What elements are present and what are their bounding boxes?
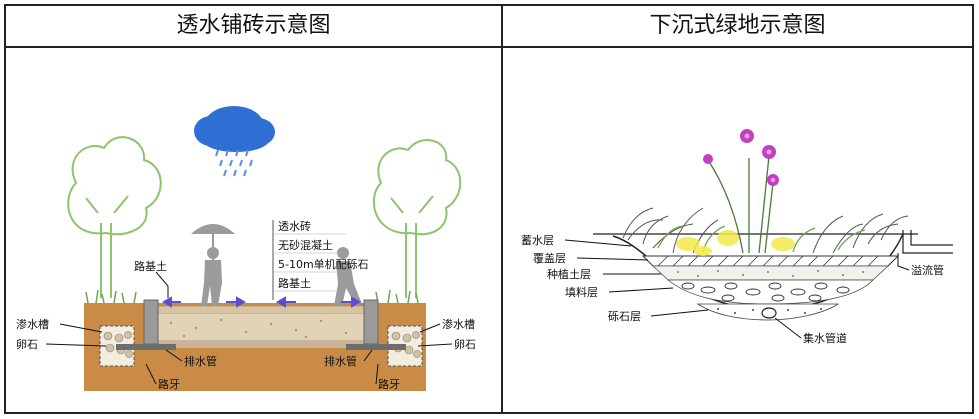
- overflow-pipe: [902, 230, 953, 254]
- permeable-paving-panel: 透水砖 无砂混凝土 5-10m单机配砾石 路基土 路基土 渗水槽 卵石 渗水槽 …: [6, 48, 501, 412]
- concrete-speckle: [169, 318, 348, 339]
- curb-right-label: 路牙: [378, 378, 400, 391]
- right-tree-icon: [372, 139, 462, 298]
- sandless-concrete-layer: [156, 314, 366, 340]
- left-tree-icon: [67, 136, 162, 298]
- permeable-paving-diagram: 透水砖 无砂混凝土 5-10m单机配砾石 路基土 路基土 渗水槽 卵石 渗水槽 …: [16, 106, 476, 391]
- layer-label-subgrade: 路基土: [278, 277, 311, 290]
- walking-person-icon: [334, 247, 362, 306]
- yellow-flowers: [676, 230, 795, 256]
- pebble-left-label: 卵石: [16, 338, 38, 351]
- sunken-greenspace-diagram: 蓄水层 覆盖层 种植土层 填料层 砾石层 溢流管 集水管道: [521, 129, 953, 345]
- overflow-pipe-label: 溢流管: [911, 263, 944, 277]
- drain-pipe-left: [116, 344, 176, 350]
- seepage-trench-left-label: 渗水槽: [16, 317, 49, 331]
- permeable-brick-layer: [155, 305, 367, 315]
- curb-left-label: 路牙: [158, 378, 180, 391]
- gravel-base-layer: [156, 340, 366, 348]
- collector-pipe-label: 集水管道: [803, 331, 847, 345]
- layer-label-sandless-concrete: 无砂混凝土: [278, 238, 333, 252]
- curb-right: [363, 299, 379, 345]
- planting-soil-label: 种植土层: [547, 267, 591, 281]
- layer-legend: 透水砖 无砂混凝土 5-10m单机配砾石 路基土: [272, 219, 369, 300]
- cover-layer-label: 覆盖层: [533, 251, 566, 265]
- person-with-umbrella-icon: [191, 224, 235, 306]
- permeable-paving-title: 透水铺砖示意图: [176, 13, 331, 38]
- title-divider: [6, 46, 972, 48]
- grass-plants: [622, 207, 909, 254]
- collector-pipe: [761, 307, 777, 319]
- drain-pipe-right-label: 排水管: [324, 354, 357, 368]
- drain-pipe-left-label: 排水管: [184, 354, 217, 368]
- layer-label-gravel: 5-10m单机配砾石: [278, 257, 369, 271]
- grass-right: [375, 289, 419, 304]
- pebble-right-label: 卵石: [454, 338, 476, 351]
- gravel-layer-label: 砾石层: [608, 310, 641, 323]
- rain-cloud-icon: [194, 106, 275, 177]
- sunken-greenspace-title: 下沉式绿地示意图: [649, 13, 826, 38]
- panel-divider: [501, 6, 503, 412]
- water-flow-arrows: [161, 296, 362, 308]
- grass-left: [85, 289, 137, 304]
- subgrade-callout: 路基土: [134, 260, 167, 273]
- curb-left: [143, 299, 159, 345]
- sunken-greenspace-panel: 蓄水层 覆盖层 种植土层 填料层 砾石层 溢流管 集水管道: [503, 48, 972, 412]
- purple-flowers: [703, 129, 779, 254]
- drain-pipe-right: [346, 344, 406, 350]
- layer-label-permeable-brick: 透水砖: [278, 219, 311, 233]
- planting-soil-layer: [651, 265, 890, 281]
- fill-layer-label: 填料层: [565, 285, 598, 299]
- diagram-frame: 透水铺砖示意图 下沉式绿地示意图: [4, 4, 974, 414]
- seepage-trench-right-label: 渗水槽: [442, 317, 475, 331]
- storage-layer-label: 蓄水层: [521, 234, 554, 247]
